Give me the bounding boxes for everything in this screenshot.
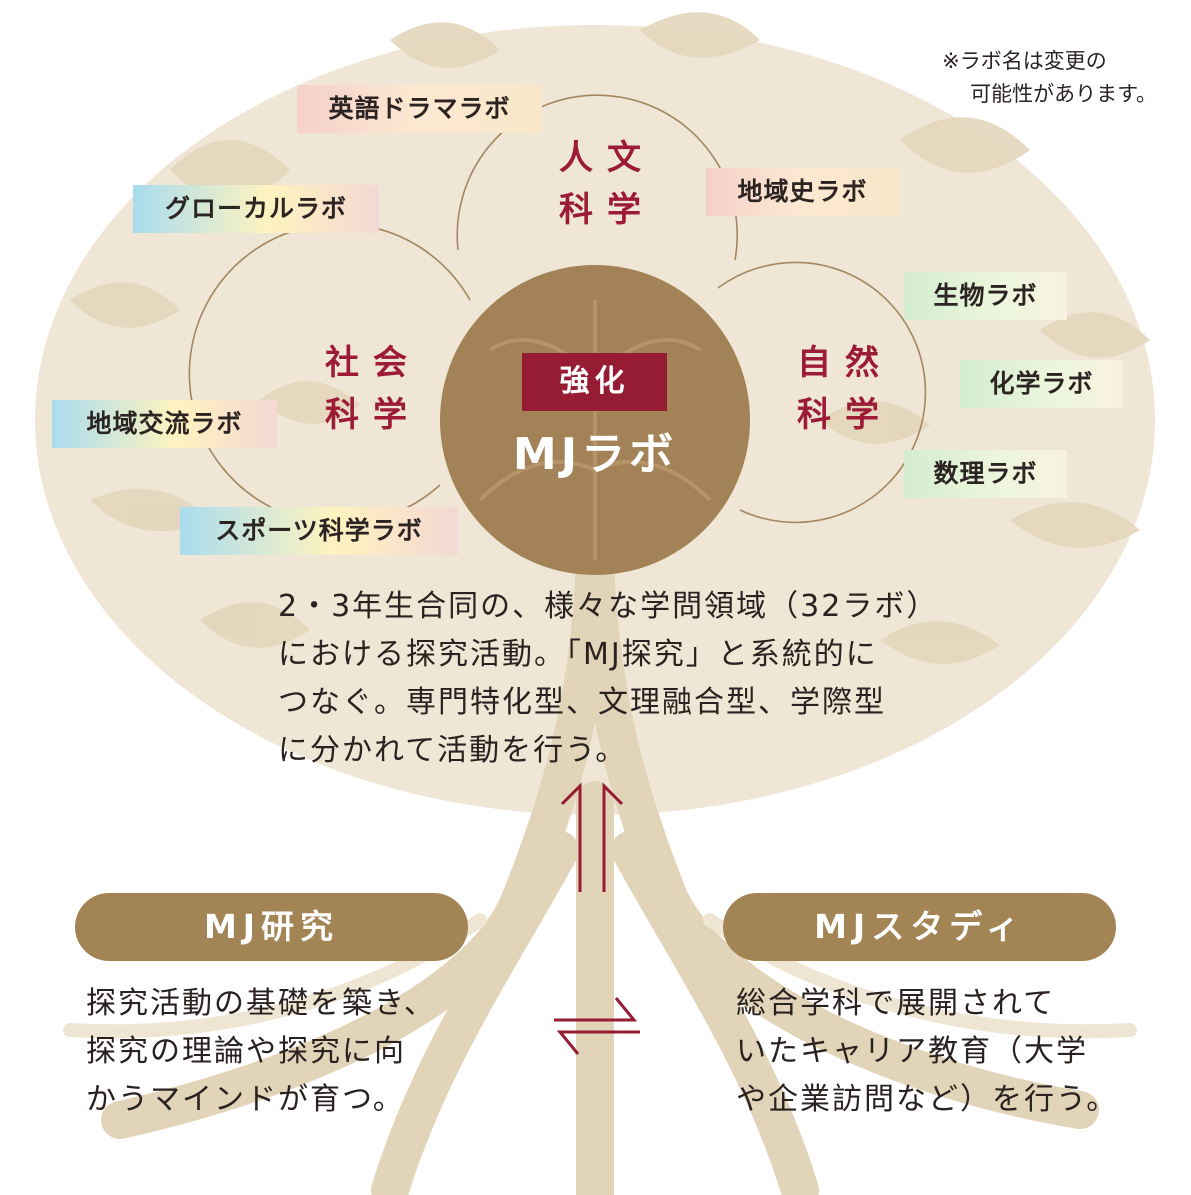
lab-regional-exchange: 地域交流ラボ xyxy=(52,400,277,448)
disclaimer-note: ※ラボ名は変更の 可能性があります。 xyxy=(942,49,1157,106)
mj-lab-description: 2・3年生合同の、様々な学問領域（32ラボ） における探究活動。「MJ探究」と系… xyxy=(278,589,939,768)
mj-research-description: 探究活動の基礎を築き、 探究の理論や探究に向 かうマインドが育つ。 xyxy=(86,986,436,1117)
up-down-arrow-icon xyxy=(560,782,624,892)
lab-chemistry: 化学ラボ xyxy=(960,360,1123,408)
mj-study-pill: MJスタディ xyxy=(723,893,1116,961)
lab-global: グローカルラボ xyxy=(133,185,379,233)
strengthen-badge: 強化 xyxy=(522,353,667,411)
mj-study-description: 総合学科で展開されて いたキャリア教育（大学 や企業訪問など）を行う。 xyxy=(736,986,1119,1117)
lab-local-history: 地域史ラボ xyxy=(706,168,899,216)
field-humanities: 人文 科学 xyxy=(559,138,655,230)
lab-english-drama: 英語ドラマラボ xyxy=(297,85,542,133)
mj-research-pill: MJ研究 xyxy=(75,893,468,961)
field-social-science: 社会 科学 xyxy=(325,343,421,435)
exchange-arrow-icon xyxy=(554,997,640,1055)
lab-sports-science: スポーツ科学ラボ xyxy=(180,507,458,555)
lab-math-science: 数理ラボ xyxy=(904,450,1067,498)
lab-biology: 生物ラボ xyxy=(904,272,1067,320)
mj-lab-title: MJラボ xyxy=(512,429,678,480)
field-natural-science: 自然 科学 xyxy=(797,343,893,435)
